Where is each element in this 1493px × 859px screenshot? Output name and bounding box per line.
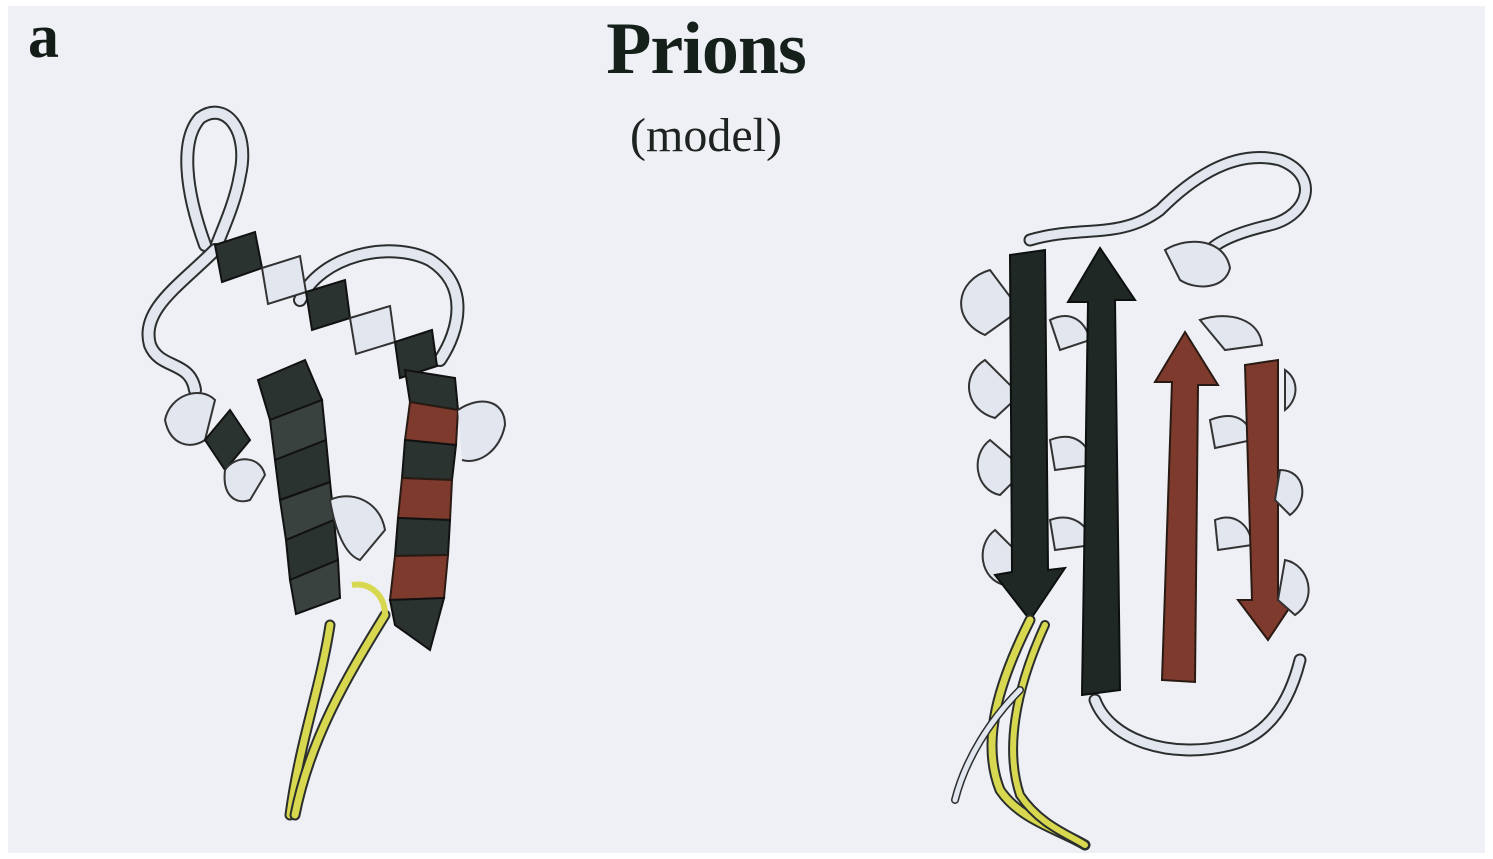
- red-strand-up: [1155, 332, 1218, 682]
- alpha-helical-prion-model: [148, 113, 505, 815]
- right-helix-turns: [1275, 370, 1309, 615]
- central-dark-helix: [258, 360, 340, 614]
- left-small-helix: [165, 393, 265, 501]
- right-red-helix: [390, 370, 505, 650]
- middle-light-turn: [330, 496, 385, 560]
- dark-strand-up: [1068, 248, 1135, 695]
- beta-sheet-prion-model: [955, 157, 1309, 845]
